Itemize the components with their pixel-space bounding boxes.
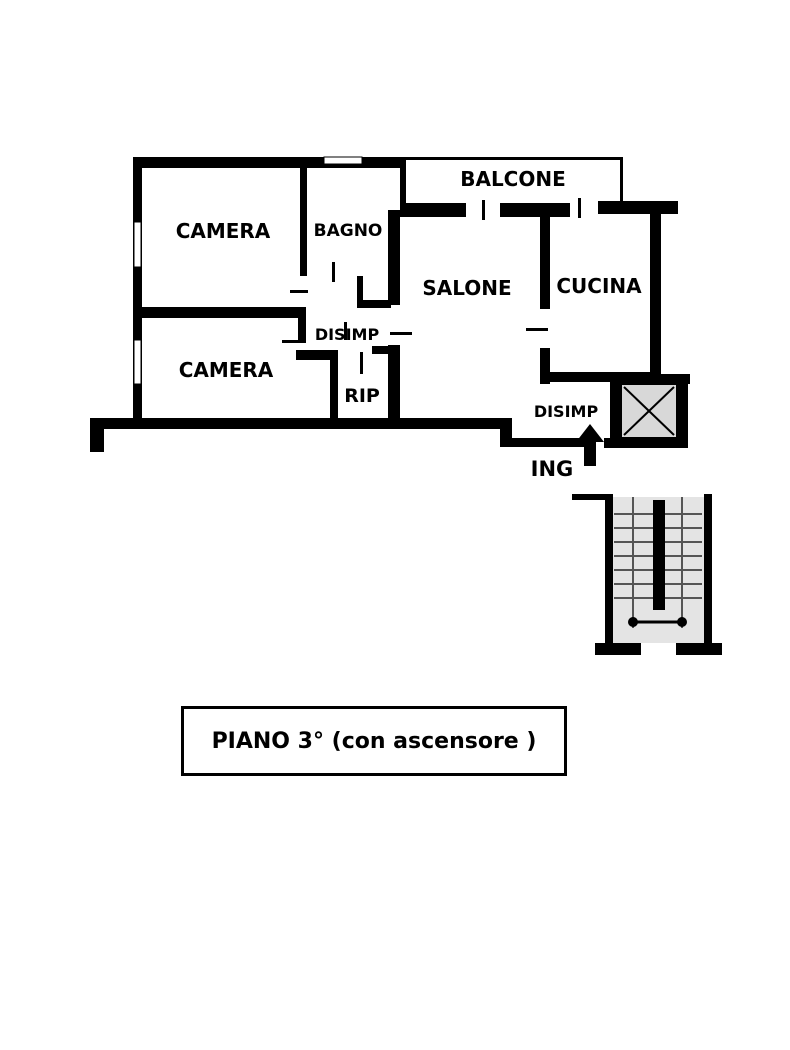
room-label-rip: RIP [344,385,380,407]
staircase-icon [572,494,722,655]
room-label-disimp-right: DISIMP [534,402,599,421]
room-label-bagno: BAGNO [314,221,383,241]
room-label-camera-bottom: CAMERA [179,358,274,382]
floor-caption-box: PIANO 3° (con ascensore ) [181,706,567,776]
room-label-balcone: BALCONE [460,167,566,191]
room-label-camera-top: CAMERA [176,219,271,243]
room-label-salone: SALONE [422,276,511,300]
room-label-ing: ING [531,457,574,481]
room-label-disimp-left: DISIMP [315,325,380,344]
windows [133,156,363,385]
walls [90,157,690,452]
floor-caption: PIANO 3° (con ascensore ) [211,728,537,754]
room-label-cucina: CUCINA [556,274,642,298]
elevator-x-icon [620,383,678,439]
arrow-up-icon [576,424,604,466]
